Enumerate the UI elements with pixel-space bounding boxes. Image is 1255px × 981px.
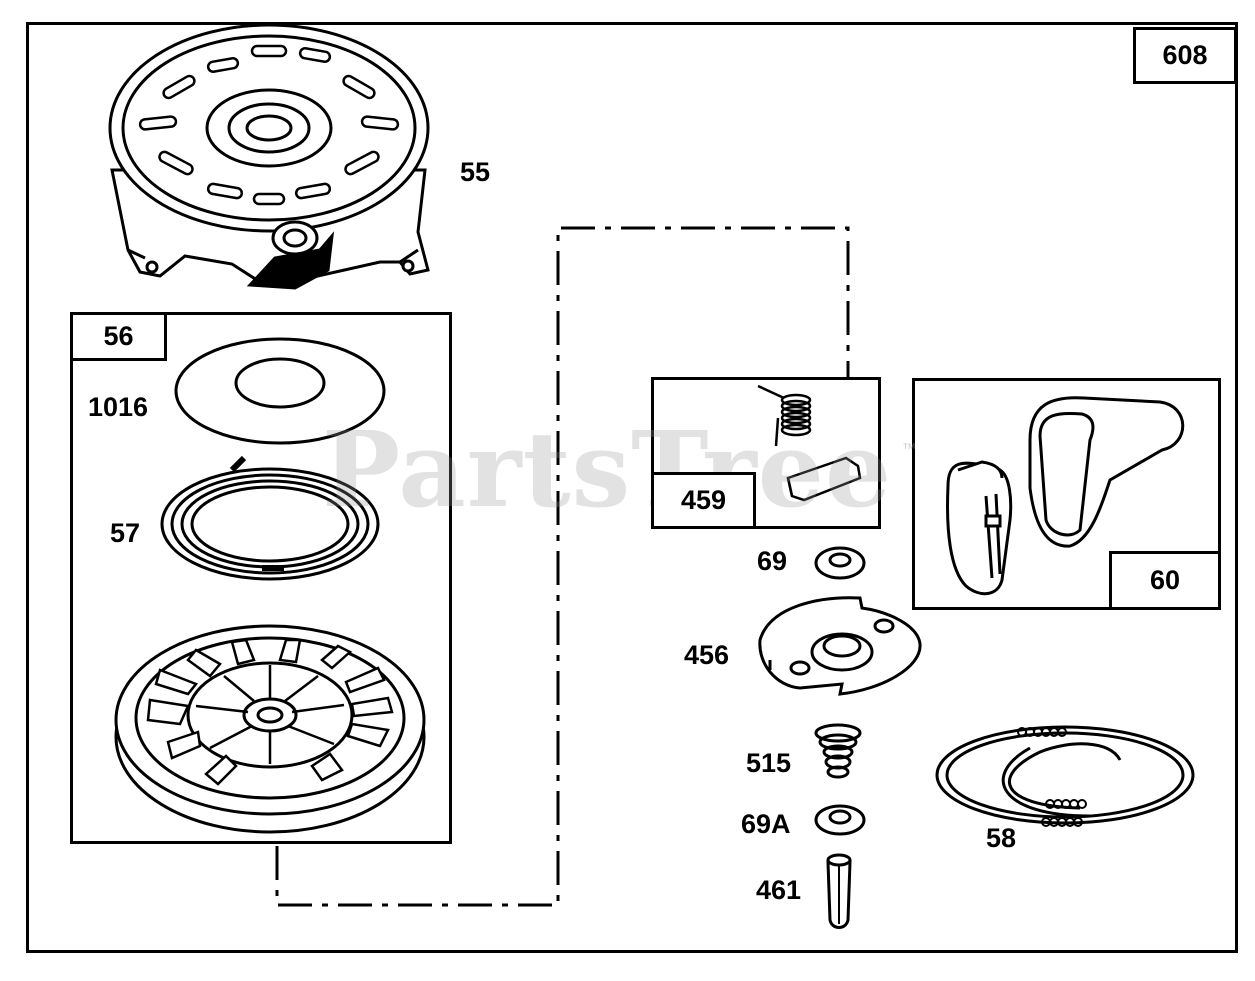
handle-60-drawing [946,396,1185,596]
group-label-459: 459 [651,472,756,529]
label-part-69a: 69A [741,809,791,839]
retainer-456-drawing [758,596,922,696]
label-part-456: 456 [684,640,730,670]
rope-58-drawing [935,725,1195,827]
group-label-56: 56 [70,312,167,361]
group-frame-459 [651,377,881,529]
washer-69-drawing [814,546,866,580]
label-part-461: 461 [756,875,802,905]
housing-55-slots [138,44,400,206]
label-part-57: 57 [110,518,141,548]
group-frame-56 [70,312,452,844]
group-frame-60 [912,378,1221,610]
spring-515-drawing [814,723,862,779]
trademark-symbol: ™ [902,440,916,456]
label-part-58: 58 [986,823,1017,853]
page-number-box: 608 [1133,27,1237,84]
outer-frame [26,22,1238,953]
washer-69a-drawing [814,804,866,836]
housing-55-drawing [108,23,430,290]
label-part-515: 515 [746,748,792,778]
pawl-459-drawing [757,384,862,502]
pin-461-drawing [826,853,852,929]
connector-line [275,226,850,907]
washer-1016-drawing [174,337,386,445]
pulley-drawing [114,624,426,834]
label-part-1016: 1016 [88,392,149,422]
group-label-60: 60 [1109,551,1221,610]
spring-57-drawing [160,455,380,581]
label-part-69: 69 [757,546,788,576]
label-part-55: 55 [460,157,491,187]
